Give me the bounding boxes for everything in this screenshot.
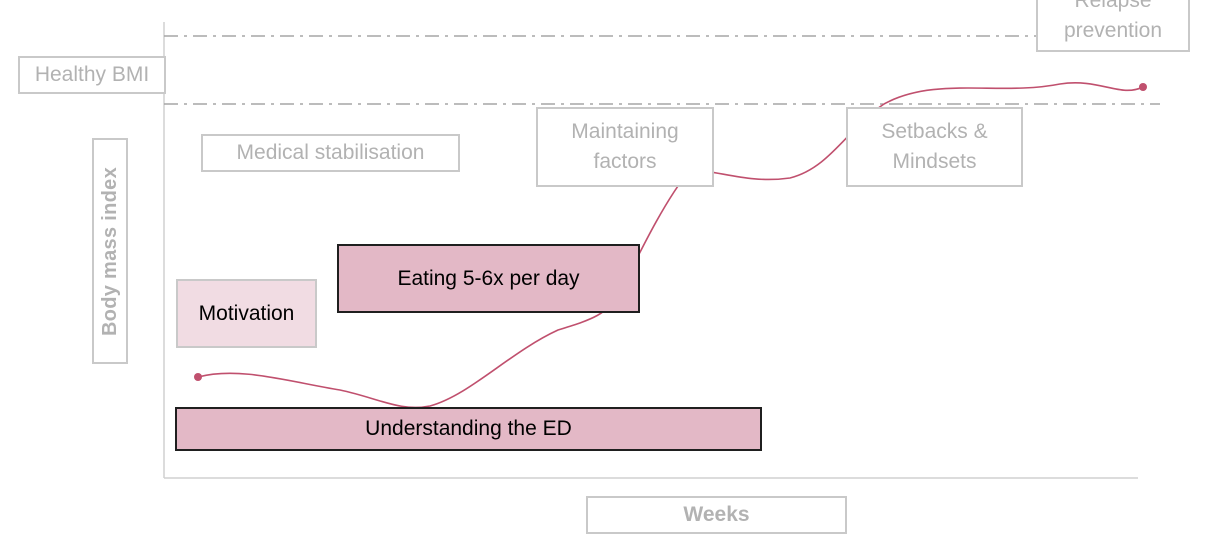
setbacks-mindsets-box: Setbacks & Mindsets xyxy=(846,107,1023,187)
healthy-bmi-label: Healthy BMI xyxy=(18,56,166,94)
curve-end-point xyxy=(1139,83,1147,91)
medical-stabilisation-box: Medical stabilisation xyxy=(201,134,460,172)
relapse-prevention-box: Relapse prevention xyxy=(1036,0,1190,52)
eating-box: Eating 5-6x per day xyxy=(337,244,640,313)
y-axis-label: Body mass index xyxy=(92,138,128,364)
understanding-box: Understanding the ED xyxy=(175,407,762,451)
motivation-box: Motivation xyxy=(176,279,317,348)
y-axis-label-text: Body mass index xyxy=(98,166,121,336)
x-axis-label: Weeks xyxy=(586,496,847,534)
progress-curve xyxy=(197,82,1144,409)
curve-start-point xyxy=(194,373,202,381)
maintaining-factors-box: Maintaining factors xyxy=(536,107,714,187)
